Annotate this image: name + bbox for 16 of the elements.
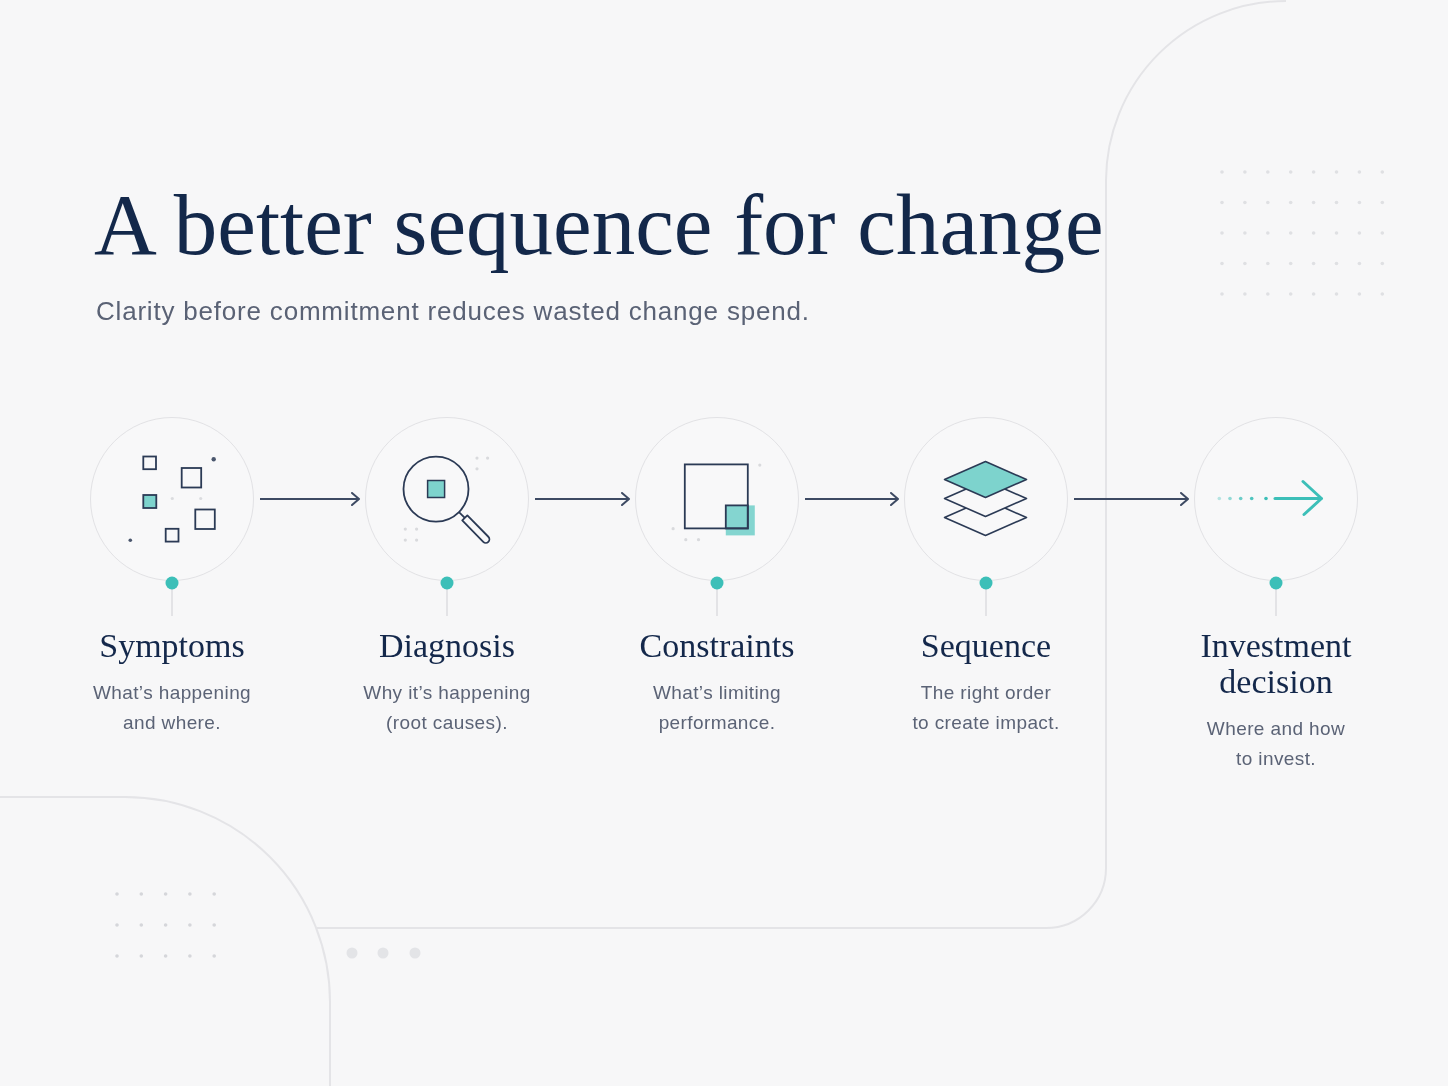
page-title: A better sequence for change [94,175,1104,275]
step-description: What’s limiting performance. [651,680,783,735]
step-title: Symptoms [98,627,246,664]
arrow [1073,492,1189,506]
arrow [804,492,899,506]
arrow [259,492,360,506]
step-title: Constraints [638,627,796,664]
step-description: What’s happening and where. [91,680,253,735]
step-title: Sequence [919,627,1053,664]
step-title: Diagnosis [378,627,516,664]
step-description: Where and how to invest. [1205,716,1347,771]
step-description: Why it’s happening (root causes). [362,680,532,735]
subtitle-text: Clarity before commitment reduces wasted change spend. [96,295,810,328]
arrow [534,492,630,506]
step-description: The right order to create impact. [911,680,1061,735]
step-title: Investment decision [1199,627,1353,700]
